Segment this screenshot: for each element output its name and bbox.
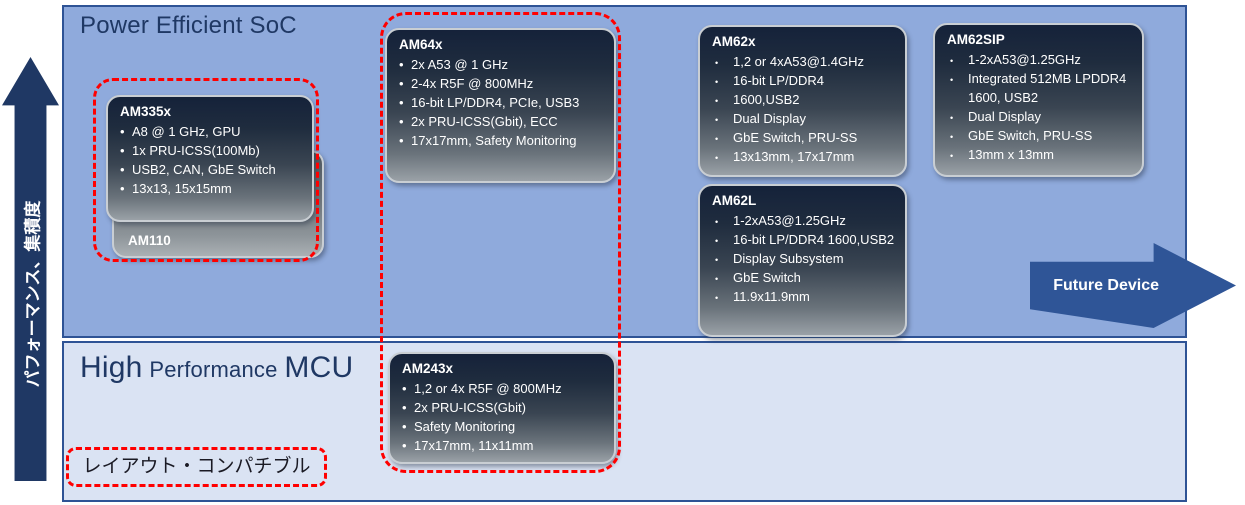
card-am64x-title: AM64x (399, 37, 443, 52)
card-bullet: 1,2 or 4x R5F @ 800MHz (402, 379, 606, 398)
card-bullet: 2-4x R5F @ 800MHz (399, 74, 606, 93)
card-bullet: 16-bit LP/DDR4, PCIe, USB3 (399, 93, 606, 112)
card-bullet: 2x PRU-ICSS(Gbit), ECC (399, 112, 606, 131)
card-bullet: 13mm x 13mm (947, 145, 1134, 166)
card-am64x-bullets: 2x A53 @ 1 GHz 2-4x R5F @ 800MHz 16-bit … (399, 55, 606, 150)
card-bullet: 13x13, 15x15mm (120, 179, 304, 198)
card-bullet: 1-2xA53@1.25GHz (712, 211, 897, 232)
card-bullet: 1-2xA53@1.25GHz (947, 50, 1134, 71)
future-device-label: Future Device (1053, 276, 1159, 294)
card-am64x: AM64x 2x A53 @ 1 GHz 2-4x R5F @ 800MHz 1… (385, 28, 616, 183)
card-am62sip: AM62SIP 1-2xA53@1.25GHz Integrated 512MB… (933, 23, 1144, 177)
card-am243x-bullets: 1,2 or 4x R5F @ 800MHz 2x PRU-ICSS(Gbit)… (402, 379, 606, 455)
card-am243x: AM243x 1,2 or 4x R5F @ 800MHz 2x PRU-ICS… (388, 352, 616, 464)
performance-axis-arrow-icon (2, 57, 59, 481)
card-bullet: Dual Display (947, 107, 1134, 128)
card-bullet: GbE Switch, PRU-SS (712, 128, 897, 149)
card-am62l: AM62L 1-2xA53@1.25GHz 16-bit LP/DDR4 160… (698, 184, 907, 337)
card-bullet: 11.9x11.9mm (712, 287, 897, 308)
card-bullet: 16-bit LP/DDR4 (712, 71, 897, 92)
card-am62l-bullets: 1-2xA53@1.25GHz 16-bit LP/DDR4 1600,USB2… (712, 211, 897, 308)
card-am62x: AM62x 1,2 or 4xA53@1.4GHz 16-bit LP/DDR4… (698, 25, 907, 177)
card-am110-title: AM110 (128, 233, 171, 248)
card-am62sip-title: AM62SIP (947, 32, 1005, 47)
card-am62x-title: AM62x (712, 34, 756, 49)
card-am335x-title: AM335x (120, 104, 172, 119)
card-bullet: 1x PRU-ICSS(100Mb) (120, 141, 304, 160)
high-performance-mcu-region: High Performance MCU (62, 341, 1187, 502)
card-bullet: 2x A53 @ 1 GHz (399, 55, 606, 74)
card-bullet: 1600,USB2 (712, 90, 897, 111)
mcu-title-performance: Performance (149, 357, 278, 382)
layout-compatible-label: レイアウト・コンパチブル (82, 456, 311, 477)
card-am243x-title: AM243x (402, 361, 454, 376)
mcu-region-title: High Performance MCU (80, 351, 353, 385)
card-am62l-title: AM62L (712, 193, 757, 208)
card-bullet: Dual Display (712, 109, 897, 130)
card-am335x-bullets: A8 @ 1 GHz, GPU 1x PRU-ICSS(100Mb) USB2,… (120, 122, 304, 198)
card-bullet: Display Subsystem (712, 249, 897, 270)
card-bullet: 13x13mm, 17x17mm (712, 147, 897, 168)
card-bullet: GbE Switch, PRU-SS (947, 126, 1134, 147)
card-bullet: GbE Switch (712, 268, 897, 289)
card-bullet: 17x17mm, Safety Monitoring (399, 131, 606, 150)
soc-region-title: Power Efficient SoC (80, 12, 297, 39)
card-am62sip-bullets: 1-2xA53@1.25GHz Integrated 512MB LPDDR4 … (947, 50, 1134, 166)
card-bullet: USB2, CAN, GbE Switch (120, 160, 304, 179)
mcu-title-mcu: MCU (284, 351, 354, 384)
card-am335x: AM335x A8 @ 1 GHz, GPU 1x PRU-ICSS(100Mb… (106, 95, 314, 222)
layout-compatible-note: レイアウト・コンパチブル (66, 447, 327, 487)
card-bullet: 17x17mm, 11x11mm (402, 436, 606, 455)
card-am62x-bullets: 1,2 or 4xA53@1.4GHz 16-bit LP/DDR4 1600,… (712, 52, 897, 168)
card-bullet: 1,2 or 4xA53@1.4GHz (712, 52, 897, 73)
card-bullet: 2x PRU-ICSS(Gbit) (402, 398, 606, 417)
card-bullet: Safety Monitoring (402, 417, 606, 436)
card-bullet: 16-bit LP/DDR4 1600,USB2 (712, 230, 897, 251)
card-bullet: A8 @ 1 GHz, GPU (120, 122, 304, 141)
mcu-title-high: High (80, 351, 143, 384)
card-bullet: Integrated 512MB LPDDR4 1600, USB2 (947, 69, 1134, 107)
